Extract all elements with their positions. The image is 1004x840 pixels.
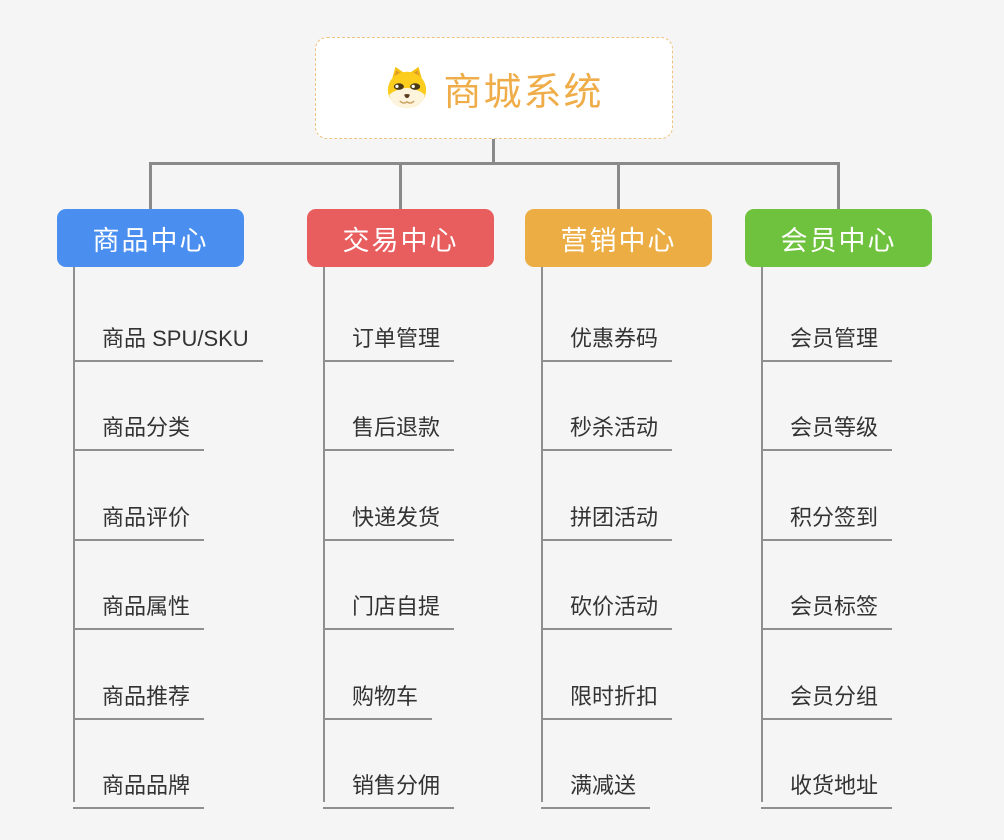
- leaf-node[interactable]: 商品品牌: [73, 758, 205, 809]
- root-title: 商城系统: [443, 71, 604, 114]
- branch-node-marketing-center[interactable]: 营销中心: [525, 209, 712, 267]
- leaf-node[interactable]: 商品 SPU/SKU: [73, 311, 263, 362]
- branch-spine: [761, 267, 763, 802]
- leaf-node[interactable]: 商品评价: [73, 490, 205, 541]
- connector-drop-trade: [399, 162, 402, 209]
- leaf-node[interactable]: 收货地址: [761, 758, 893, 809]
- leaf-node[interactable]: 拼团活动: [541, 490, 673, 541]
- leaf-node[interactable]: 会员分组: [761, 669, 893, 720]
- leaf-node[interactable]: 订单管理: [323, 311, 455, 362]
- leaf-node[interactable]: 商品分类: [73, 400, 205, 451]
- dog-face-icon: [388, 66, 427, 109]
- branch-column-member: 会员中心 会员管理 会员等级 积分签到 会员标签 会员分组 收货地址: [745, 0, 1004, 840]
- branch-spine: [323, 267, 325, 802]
- leaf-node[interactable]: 秒杀活动: [541, 400, 673, 451]
- leaf-node[interactable]: 砍价活动: [541, 579, 673, 630]
- leaf-node[interactable]: 商品属性: [73, 579, 205, 630]
- connector-drop-marketing: [617, 162, 620, 209]
- branch-column-marketing: 营销中心 优惠券码 秒杀活动 拼团活动 砍价活动 限时折扣 满减送: [525, 0, 785, 840]
- connector-bus: [149, 162, 840, 165]
- branch-node-product-center[interactable]: 商品中心: [57, 209, 244, 267]
- leaf-node[interactable]: 售后退款: [323, 400, 455, 451]
- branch-spine: [73, 267, 75, 802]
- leaf-node[interactable]: 会员标签: [761, 579, 893, 630]
- leaf-node[interactable]: 满减送: [541, 758, 651, 809]
- root-node[interactable]: 商城系统: [315, 37, 673, 139]
- branch-node-member-center[interactable]: 会员中心: [745, 209, 932, 267]
- leaf-node[interactable]: 快递发货: [323, 490, 455, 541]
- leaf-node[interactable]: 优惠券码: [541, 311, 673, 362]
- leaf-node[interactable]: 门店自提: [323, 579, 455, 630]
- leaf-node[interactable]: 限时折扣: [541, 669, 673, 720]
- branch-node-trade-center[interactable]: 交易中心: [307, 209, 494, 267]
- branch-column-trade: 交易中心 订单管理 售后退款 快递发货 门店自提 购物车 销售分佣: [307, 0, 567, 840]
- connector-root-stub: [492, 139, 495, 163]
- leaf-node[interactable]: 购物车: [323, 669, 433, 720]
- connector-drop-member: [837, 162, 840, 209]
- leaf-node[interactable]: 积分签到: [761, 490, 893, 541]
- branch-spine: [541, 267, 543, 802]
- leaf-node[interactable]: 销售分佣: [323, 758, 455, 809]
- branch-column-product: 商品中心 商品 SPU/SKU 商品分类 商品评价 商品属性 商品推荐 商品品牌: [57, 0, 317, 840]
- connector-drop-product: [149, 162, 152, 209]
- leaf-node[interactable]: 商品推荐: [73, 669, 205, 720]
- leaf-node[interactable]: 会员等级: [761, 400, 893, 451]
- leaf-node[interactable]: 会员管理: [761, 311, 893, 362]
